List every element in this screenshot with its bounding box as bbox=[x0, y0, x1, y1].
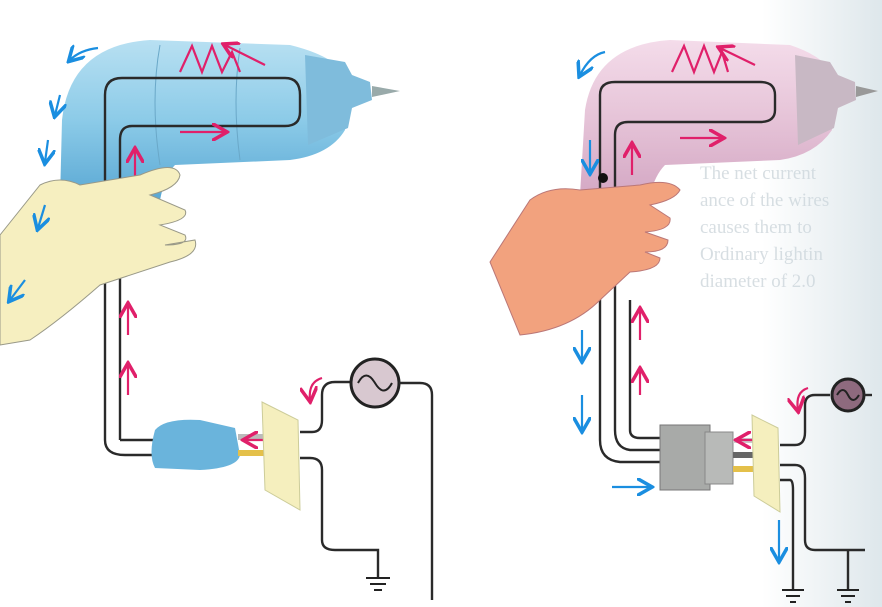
plug-prong bbox=[238, 450, 278, 456]
sine-icon bbox=[357, 374, 393, 392]
drill-bit bbox=[856, 86, 878, 97]
plug-prong bbox=[733, 466, 763, 472]
wall-outlet bbox=[751, 414, 781, 513]
right-hand bbox=[489, 181, 681, 336]
drill-chuck bbox=[795, 55, 856, 145]
ground-symbol bbox=[366, 577, 390, 591]
ground-contact-dot bbox=[598, 173, 608, 183]
left-cord bbox=[103, 305, 434, 600]
two-prong-plug bbox=[151, 419, 240, 470]
ground-symbol bbox=[837, 589, 859, 603]
drill-chuck bbox=[305, 55, 372, 145]
plug-ground-prong bbox=[733, 452, 763, 458]
ground-symbol bbox=[782, 589, 804, 603]
right-drill bbox=[580, 40, 878, 440]
left-drill bbox=[45, 40, 400, 440]
wall-outlet bbox=[261, 401, 301, 511]
drill-bit bbox=[372, 86, 400, 97]
left-hand bbox=[0, 167, 197, 346]
three-prong-plug bbox=[659, 424, 734, 491]
right-cord bbox=[582, 300, 872, 603]
sine-icon bbox=[836, 389, 860, 401]
